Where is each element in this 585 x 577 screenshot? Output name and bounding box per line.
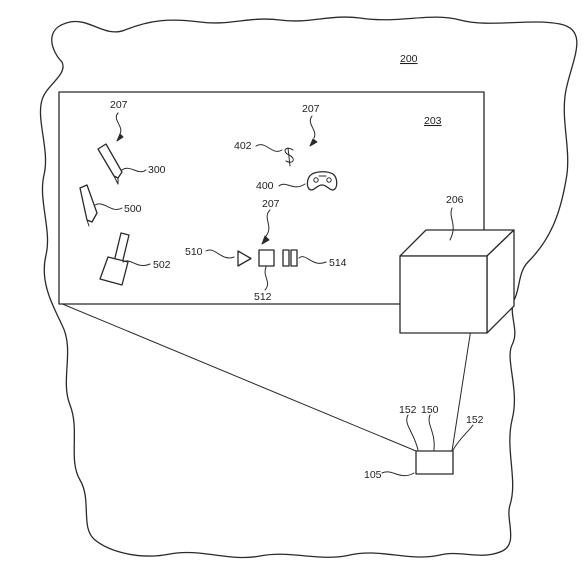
label-pen: 300: [148, 164, 166, 176]
label-device: 105: [364, 469, 382, 481]
leader-lines: [94, 112, 474, 477]
cursor-icon: [284, 147, 294, 167]
stylus-icon: [79, 184, 98, 227]
label-environment: 200: [400, 53, 418, 65]
environment-boundary: [39, 16, 578, 559]
label-sensor-right: 152: [466, 414, 484, 426]
box-206: [399, 229, 515, 334]
pause-icon: [282, 249, 298, 267]
device-105: [415, 450, 454, 475]
label-group-b: 207: [302, 103, 320, 115]
label-group-c: 207: [262, 198, 280, 210]
label-sensor-left: 152: [399, 404, 417, 416]
label-emitter: 150: [421, 404, 439, 416]
label-stop: 512: [254, 291, 272, 303]
label-controller: 400: [256, 180, 274, 192]
pen-icon: [97, 143, 123, 185]
label-group-a: 207: [110, 99, 128, 111]
label-cursor: 402: [234, 140, 252, 152]
paint-tool-icon: [99, 232, 130, 286]
play-icon: [237, 250, 252, 267]
projection-line-left: [59, 302, 417, 452]
label-display-surface: 203: [424, 115, 442, 127]
label-pause: 514: [329, 257, 347, 269]
label-stylus: 500: [124, 203, 142, 215]
stop-icon: [258, 249, 275, 267]
game-controller-icon: [306, 171, 338, 191]
label-play: 510: [185, 246, 203, 258]
label-paint-tool: 502: [153, 259, 171, 271]
label-box: 206: [446, 194, 464, 206]
